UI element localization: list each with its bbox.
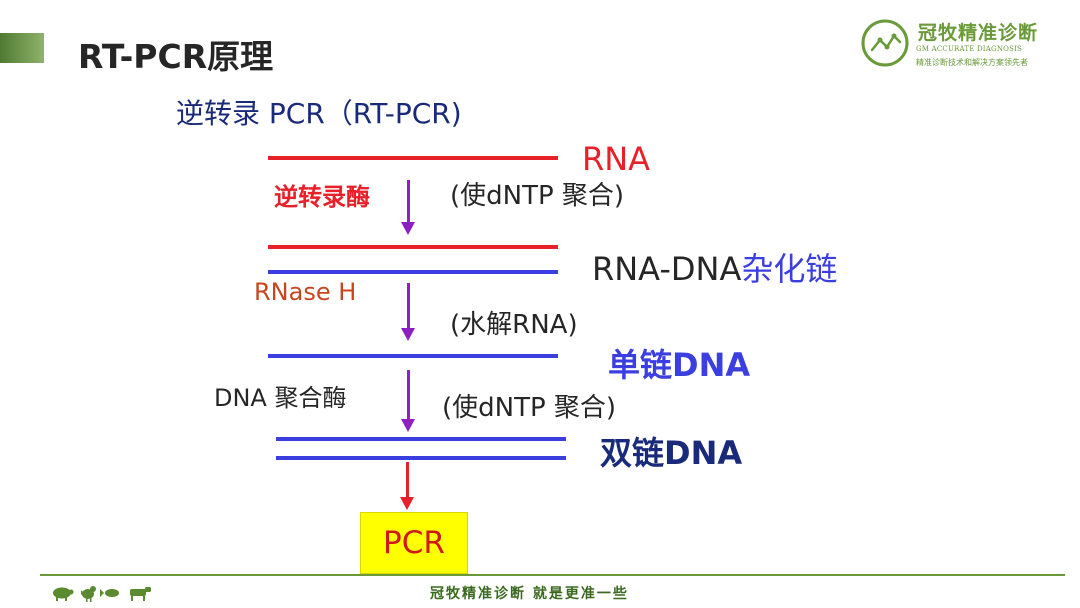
- step-note-1: (使dNTP 聚合): [450, 181, 625, 211]
- rna-strand: [268, 156, 558, 160]
- cow-icon: [130, 587, 151, 601]
- footer-animals: [53, 586, 151, 602]
- hybrid-dna-strand: [268, 270, 558, 274]
- chicken-icon: [81, 586, 96, 602]
- hybrid-label-prefix: RNA-DNA: [592, 250, 742, 288]
- title-accent-bar: [0, 33, 44, 63]
- dsdna-label: 双链DNA: [600, 434, 743, 472]
- step-arrow-3: [401, 370, 415, 432]
- diagram-subtitle: 逆转录 PCR（RT-PCR): [176, 97, 462, 130]
- step-arrow-2: [401, 283, 415, 341]
- step-arrow-1: [401, 180, 415, 235]
- fish-icon: [100, 589, 119, 597]
- hybrid-rna-strand: [268, 245, 558, 249]
- dna-polymerase-label: DNA 聚合酶: [214, 384, 347, 412]
- reverse-transcriptase-label: 逆转录酶: [274, 183, 370, 211]
- brand-logo: 冠牧精准诊断 GM ACCURATE DIAGNOSIS 精准诊断技术和解决方案…: [860, 18, 1060, 72]
- pcr-arrow: [400, 462, 414, 510]
- dsdna-strand-bottom: [276, 456, 566, 460]
- ssdna-label: 单链DNA: [608, 346, 751, 384]
- footer-divider: [40, 574, 1065, 576]
- hybrid-label: RNA-DNA杂化链: [592, 244, 837, 290]
- logo-name: 冠牧精准诊断: [918, 22, 1039, 44]
- step-note-3: (使dNTP 聚合): [442, 393, 617, 423]
- pcr-box: PCR: [360, 512, 468, 574]
- pig-icon: [53, 587, 74, 601]
- logo-english: GM ACCURATE DIAGNOSIS: [916, 45, 1023, 53]
- ssdna-strand: [268, 354, 558, 358]
- logo-tagline: 精准诊断技术和解决方案领先者: [916, 58, 1028, 67]
- step-note-2: (水解RNA): [450, 310, 578, 340]
- page-title: RT-PCR原理: [78, 37, 274, 76]
- hybrid-label-suffix: 杂化链: [741, 250, 838, 288]
- dsdna-strand-top: [276, 437, 566, 441]
- rna-label: RNA: [582, 140, 651, 178]
- logo-emblem-icon: [861, 19, 909, 67]
- rnase-h-label: RNase H: [254, 278, 357, 306]
- footer-slogan: 冠牧精准诊断 就是更准一些: [430, 586, 629, 602]
